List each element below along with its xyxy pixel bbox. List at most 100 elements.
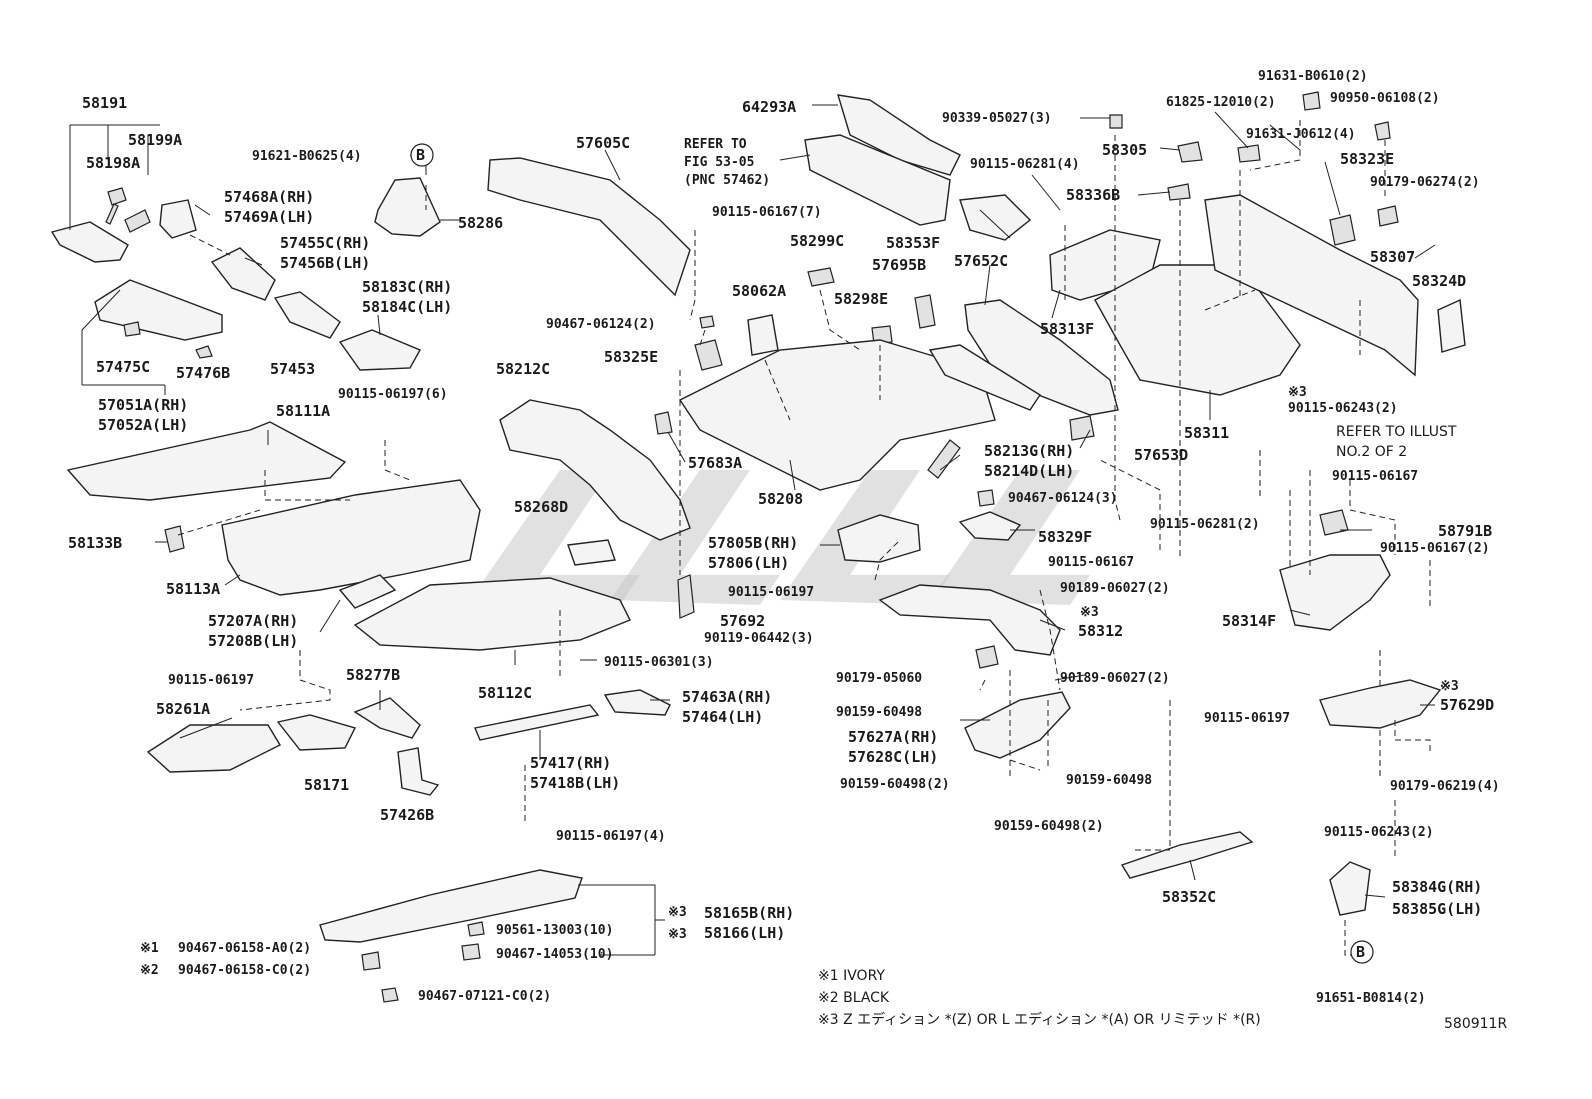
label-57417: 57417(RH) xyxy=(530,754,611,772)
label-61825-12010: 61825-12010(2) xyxy=(1166,95,1276,110)
part-57627a xyxy=(964,691,1071,759)
label-58314f: 58314F xyxy=(1222,612,1276,630)
label-58313f: 58313F xyxy=(1040,320,1094,338)
part-90179-06274 xyxy=(1377,205,1399,227)
label-90189-06027-2-a: 90189-06027(2) xyxy=(1060,581,1170,596)
part-57051a-crossmember xyxy=(94,279,223,341)
part-90467-clip-b xyxy=(381,987,399,1003)
part-58336b-bracket xyxy=(1167,183,1191,201)
label-star1: ※1 xyxy=(140,941,159,956)
label-90115-06197-b: 90115-06197 xyxy=(168,673,254,688)
part-57652c xyxy=(964,299,1119,416)
label-90339-05027: 90339-05027(3) xyxy=(942,111,1052,126)
part-58261a xyxy=(146,724,281,773)
note-black: ※2 BLACK xyxy=(818,990,890,1006)
label-58214d: 58214D(LH) xyxy=(984,462,1074,480)
label-58384g: 58384G(RH) xyxy=(1392,878,1482,896)
part-90950-clip xyxy=(1374,121,1391,141)
label-90159-60498-2-b: 90159-60498(2) xyxy=(994,819,1104,834)
leader-lines xyxy=(69,104,1436,956)
label-57463a: 57463A(RH) xyxy=(682,688,772,706)
label-90115-06167-a: 90115-06167 xyxy=(1332,469,1418,484)
label-refer-illust-2: NO.2 OF 2 xyxy=(1336,444,1407,460)
label-90159-60498-2-a: 90159-60498(2) xyxy=(840,777,950,792)
dashed-guides xyxy=(177,120,1431,956)
label-refer-53-3: (PNC 57462) xyxy=(684,173,770,188)
part-58791b xyxy=(1319,509,1349,536)
part-57683a-bracket xyxy=(654,411,673,435)
label-91651-b0814: 91651-B0814(2) xyxy=(1316,991,1426,1006)
part-58311-pan xyxy=(1094,264,1301,396)
label-90115-06167-b: 90115-06167 xyxy=(1048,555,1134,570)
label-91631-j0612: 91631-J0612(4) xyxy=(1246,127,1356,142)
label-star3-b: ※3 xyxy=(1080,605,1099,620)
label-57605c: 57605C xyxy=(576,134,630,152)
part-57692 xyxy=(677,574,695,619)
label-refer-53-1: REFER TO xyxy=(684,137,747,152)
part-61825 xyxy=(1237,144,1261,163)
label-57418b: 57418B(LH) xyxy=(530,774,620,792)
label-57629d: 57629D xyxy=(1440,696,1494,714)
part-58191-bracket xyxy=(50,221,129,263)
label-90467-06158-c0: 90467-06158-C0(2) xyxy=(178,963,311,978)
label-90189-06027-2-b: 90189-06027(2) xyxy=(1060,671,1170,686)
label-90115-06243-2-a: 90115-06243(2) xyxy=(1288,401,1398,416)
label-58305: 58305 xyxy=(1102,141,1147,159)
label-58212c: 58212C xyxy=(496,360,550,378)
label-58198a: 58198A xyxy=(86,154,140,172)
label-90159-60498-b: 90159-60498 xyxy=(1066,773,1152,788)
label-58184c: 58184C(LH) xyxy=(362,298,452,316)
label-90115-06197-6: 90115-06197(6) xyxy=(338,387,448,402)
label-58298e: 58298E xyxy=(834,290,888,308)
label-57456b: 57456B(LH) xyxy=(280,254,370,272)
label-58113a: 58113A xyxy=(166,580,220,598)
part-58133b-clip xyxy=(164,525,185,553)
part-58198a-bolt xyxy=(105,187,127,225)
part-58314f xyxy=(1279,554,1391,631)
label-57052a: 57052A(LH) xyxy=(98,416,188,434)
part-58298e xyxy=(871,325,893,345)
label-58277b: 58277B xyxy=(346,666,400,684)
label-91621-b0625: 91621-B0625(4) xyxy=(252,149,362,164)
part-90467-06124-3-clip xyxy=(977,489,995,507)
circle-b-markers xyxy=(410,143,1374,964)
part-labels: 58191 58199A 58198A 91621-B0625(4) B 582… xyxy=(68,69,1500,1006)
label-57464: 57464(LH) xyxy=(682,708,763,726)
part-58112c-floor xyxy=(353,577,631,651)
part-90561-clip xyxy=(467,921,485,937)
part-58353f xyxy=(959,194,1032,241)
part-57453 xyxy=(273,291,341,339)
part-58208-floor xyxy=(678,339,996,491)
label-58353f: 58353F xyxy=(886,234,940,252)
part-90467-06124-clip xyxy=(699,315,715,329)
label-90561-13003: 90561-13003(10) xyxy=(496,923,613,938)
label-57469a: 57469A(LH) xyxy=(224,208,314,226)
footnotes: ※1 IVORY ※2 BLACK ※3 Z エディション *(Z) OR L … xyxy=(818,968,1507,1032)
label-circle-b: B xyxy=(416,146,425,164)
label-58286: 58286 xyxy=(458,214,503,232)
part-90179-05060-clip xyxy=(975,645,999,669)
label-90115-06281-2: 90115-06281(2) xyxy=(1150,517,1260,532)
part-58165b-undercover xyxy=(319,869,583,943)
label-58191: 58191 xyxy=(82,94,127,112)
part-58111a-floor xyxy=(66,421,347,501)
label-58307: 58307 xyxy=(1370,248,1415,266)
label-57628c: 57628C(LH) xyxy=(848,748,938,766)
label-90950-06108: 90950-06108(2) xyxy=(1330,91,1440,106)
label-90159-60498-a: 90159-60498 xyxy=(836,705,922,720)
part-58212c-member xyxy=(499,399,691,541)
part-57455c xyxy=(210,247,276,301)
label-57683a: 57683A xyxy=(688,454,742,472)
part-57207a-bracket xyxy=(338,574,397,609)
label-58213g: 58213G(RH) xyxy=(984,442,1074,460)
label-58261a: 58261A xyxy=(156,700,210,718)
label-57652c: 57652C xyxy=(954,252,1008,270)
part-57426b xyxy=(397,747,440,796)
label-90179-05060: 90179-05060 xyxy=(836,671,922,686)
label-57453: 57453 xyxy=(270,360,315,378)
label-58323e: 58323E xyxy=(1340,150,1394,168)
part-57805b xyxy=(837,514,921,563)
label-57426b: 57426B xyxy=(380,806,434,824)
label-57692: 57692 xyxy=(720,612,765,630)
